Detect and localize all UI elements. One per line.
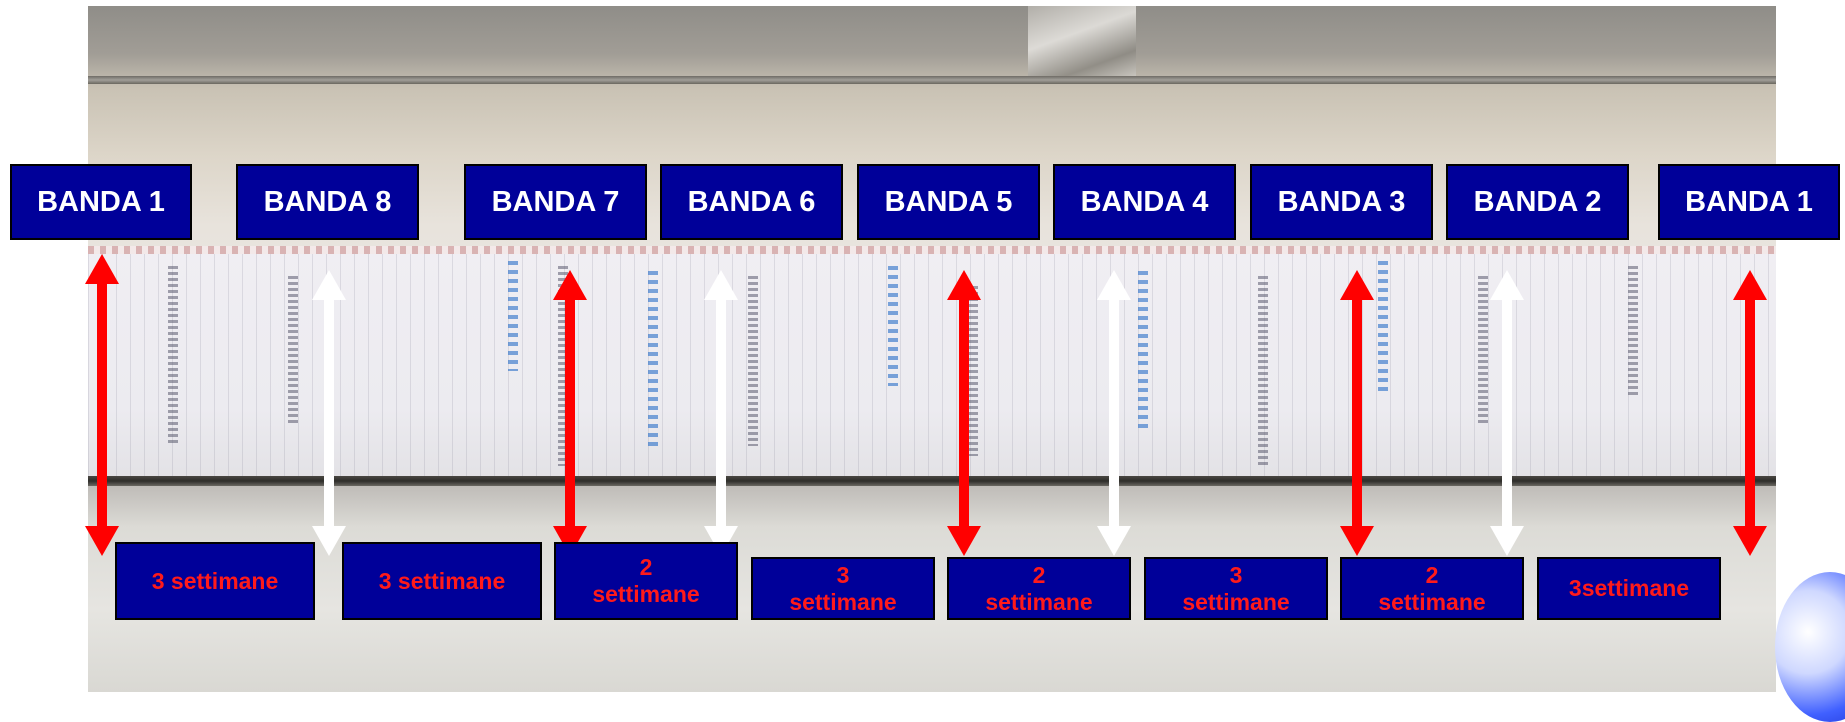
- band-label-3: BANDA 3: [1250, 164, 1433, 240]
- band-label-8: BANDA 8: [236, 164, 419, 240]
- duration-label: 3settimane: [1537, 557, 1721, 620]
- red-double-arrow: [947, 270, 981, 556]
- red-double-arrow: [553, 270, 587, 556]
- red-double-arrow: [1340, 270, 1374, 556]
- duration-label: 3 settimane: [115, 542, 315, 620]
- band-label-4: BANDA 4: [1053, 164, 1236, 240]
- top-rail: [88, 76, 1776, 84]
- band-label-7: BANDA 7: [464, 164, 647, 240]
- band-label-1-left: BANDA 1: [10, 164, 192, 240]
- adhesive-tape: [1028, 6, 1136, 78]
- white-double-arrow: [704, 270, 738, 556]
- duration-label: 2 settimane: [554, 542, 738, 620]
- white-double-arrow: [312, 270, 346, 556]
- band-label-1-right: BANDA 1: [1658, 164, 1840, 240]
- bottom-rail: [88, 476, 1776, 486]
- white-double-arrow: [1097, 270, 1131, 556]
- band-label-2: BANDA 2: [1446, 164, 1629, 240]
- duration-label: 3 settimane: [751, 557, 935, 620]
- duration-label: 2 settimane: [1340, 557, 1524, 620]
- white-double-arrow: [1490, 270, 1524, 556]
- band-label-5: BANDA 5: [857, 164, 1040, 240]
- red-double-arrow: [85, 254, 119, 556]
- decorative-swoosh: [1775, 572, 1845, 722]
- duration-label: 3 settimane: [342, 542, 542, 620]
- red-double-arrow: [1733, 270, 1767, 556]
- duration-label: 2 settimane: [947, 557, 1131, 620]
- band-label-6: BANDA 6: [660, 164, 843, 240]
- duration-label: 3 settimane: [1144, 557, 1328, 620]
